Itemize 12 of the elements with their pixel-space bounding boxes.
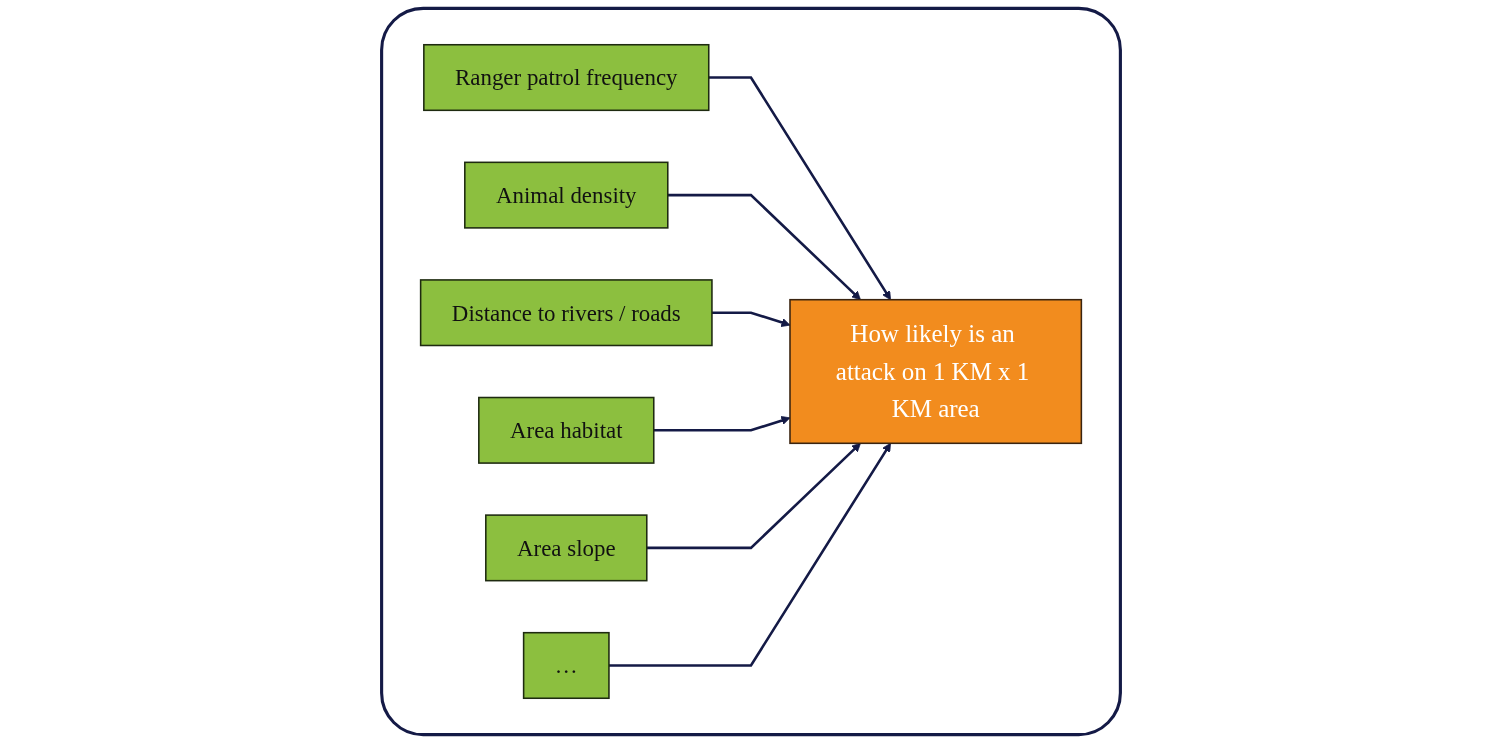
arrow bbox=[646, 442, 861, 550]
node-box: How likely is an attack on 1 KM x 1 KM area bbox=[789, 298, 1083, 445]
node-box: Distance to rivers / roads bbox=[419, 279, 713, 347]
cluster bbox=[380, 6, 1122, 737]
node-box: Ranger patrol frequency bbox=[423, 43, 710, 112]
node-box: Animal density bbox=[464, 161, 669, 229]
node-box: … bbox=[522, 631, 610, 700]
node-box: Area habitat bbox=[478, 396, 655, 464]
arrow bbox=[667, 193, 861, 301]
arrow bbox=[708, 76, 891, 301]
arrow bbox=[608, 442, 891, 667]
node-box: Area slope bbox=[485, 514, 648, 582]
